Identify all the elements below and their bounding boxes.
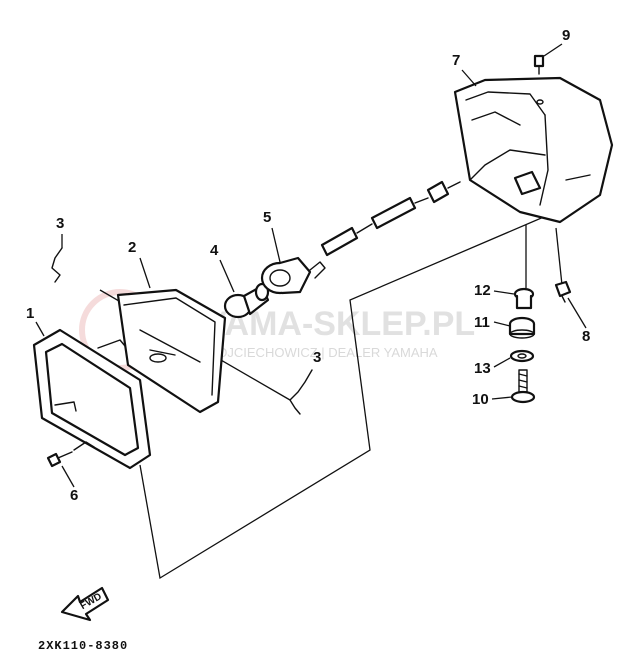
grommet <box>508 316 536 339</box>
headlight-lens-unit <box>116 288 227 414</box>
label-9: 9 <box>562 27 570 44</box>
part-labels: 1 2 3 3 4 5 6 7 8 9 10 11 12 13 <box>26 27 590 504</box>
label-13: 13 <box>474 360 491 377</box>
label-3-upper: 3 <box>56 215 64 232</box>
headlight-housing <box>453 76 614 224</box>
diagram-code: 2XK110-8380 <box>38 639 128 653</box>
forward-arrow-icon: FWD <box>60 586 110 622</box>
watermark: YAMA-SKLEP.PL WOJCIECHOWICZ | DEALER YAM… <box>79 289 475 371</box>
bulb <box>223 282 270 319</box>
bolt-right <box>554 280 572 303</box>
label-2: 2 <box>128 239 136 256</box>
watermark-tagline: WOJCIECHOWICZ | DEALER YAMAHA <box>205 345 438 360</box>
spring-lower <box>289 369 313 415</box>
label-1: 1 <box>26 305 34 322</box>
label-5: 5 <box>263 209 271 226</box>
screw-left <box>46 451 73 468</box>
label-7: 7 <box>452 52 460 69</box>
label-4: 4 <box>210 242 219 259</box>
bolt-bottom <box>510 369 536 404</box>
screw-top <box>533 54 545 75</box>
spring-upper <box>51 247 63 283</box>
bulb-socket <box>260 256 326 295</box>
washer <box>509 349 535 363</box>
wire-harness <box>320 180 461 257</box>
label-8: 8 <box>582 328 590 345</box>
label-3-lower: 3 <box>313 349 321 366</box>
label-10: 10 <box>472 391 489 408</box>
headlight-rim <box>32 328 152 470</box>
collar <box>513 287 535 310</box>
label-11: 11 <box>474 314 490 331</box>
assembly-lines <box>99 209 563 580</box>
label-12: 12 <box>474 282 491 299</box>
label-6: 6 <box>70 487 78 504</box>
